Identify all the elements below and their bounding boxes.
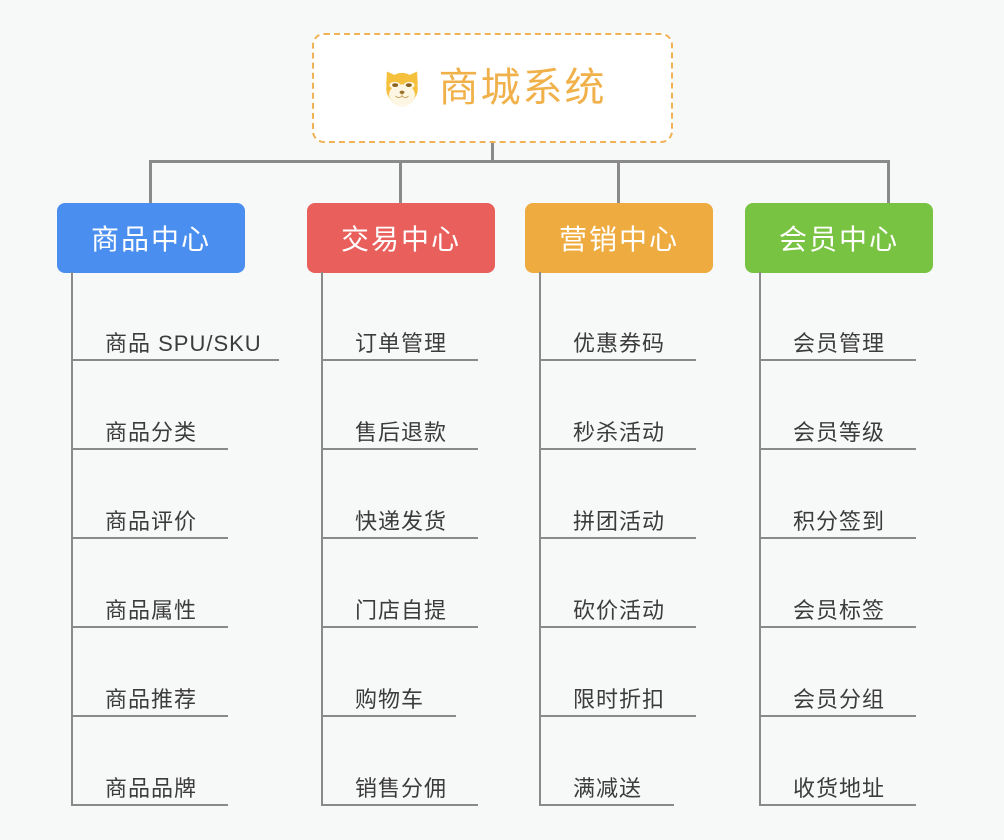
leaf-underline <box>321 715 456 717</box>
leaf-item[interactable]: 会员标签 <box>745 539 975 628</box>
leaf-label: 商品属性 <box>105 597 198 623</box>
leaf-label: 商品 SPU/SKU <box>105 330 262 356</box>
leaf-label: 商品推荐 <box>105 686 198 712</box>
leaf-spine <box>71 272 73 806</box>
leaf-underline <box>71 537 228 539</box>
leaf-item[interactable]: 优惠券码 <box>525 272 755 361</box>
leaf-label: 销售分佣 <box>355 775 448 801</box>
leaf-underline <box>321 359 478 361</box>
connector-drop-branch-2 <box>399 160 402 203</box>
leaf-underline <box>539 626 696 628</box>
leaf-label: 积分签到 <box>793 508 886 534</box>
shiba-dog-face-icon <box>379 65 425 111</box>
leaf-item[interactable]: 秒杀活动 <box>525 361 755 450</box>
leaf-underline <box>759 359 916 361</box>
leaf-label: 砍价活动 <box>573 597 666 623</box>
leaf-label: 满减送 <box>573 775 643 801</box>
leaf-underline <box>71 359 279 361</box>
branch-label: 交易中心 <box>340 224 461 255</box>
leaf-underline <box>759 715 916 717</box>
branch-label: 商品中心 <box>90 224 211 255</box>
leaf-label: 限时折扣 <box>573 686 666 712</box>
leaf-column-营销中心: 优惠券码 秒杀活动 拼团活动 砍价活动 限时折扣 满减送 <box>525 272 755 806</box>
leaf-underline <box>321 804 478 806</box>
leaf-underline <box>759 626 916 628</box>
leaf-underline <box>539 537 696 539</box>
leaf-item[interactable]: 商品 SPU/SKU <box>57 272 287 361</box>
leaf-item[interactable]: 砍价活动 <box>525 539 755 628</box>
leaf-underline <box>539 359 696 361</box>
leaf-item[interactable]: 商品评价 <box>57 450 287 539</box>
leaf-underline <box>759 448 916 450</box>
branch-node-交易中心[interactable]: 交易中心 <box>307 203 495 273</box>
leaf-label: 商品品牌 <box>105 775 198 801</box>
leaf-underline <box>321 448 478 450</box>
branch-node-营销中心[interactable]: 营销中心 <box>525 203 713 273</box>
leaf-item[interactable]: 会员分组 <box>745 628 975 717</box>
leaf-underline <box>759 537 916 539</box>
leaf-spine <box>539 272 541 806</box>
leaf-underline <box>539 448 696 450</box>
root-node[interactable]: 商城系统 <box>312 33 673 143</box>
connector-drop-branch-3 <box>617 160 620 203</box>
leaf-underline <box>71 715 228 717</box>
leaf-item[interactable]: 商品分类 <box>57 361 287 450</box>
leaf-label: 购物车 <box>355 686 425 712</box>
leaf-item[interactable]: 商品属性 <box>57 539 287 628</box>
leaf-spine <box>321 272 323 806</box>
leaf-label: 会员标签 <box>793 597 886 623</box>
leaf-item[interactable]: 会员等级 <box>745 361 975 450</box>
connector-root-stem <box>491 143 494 162</box>
leaf-item[interactable]: 商品推荐 <box>57 628 287 717</box>
leaf-item[interactable]: 销售分佣 <box>307 717 537 806</box>
leaf-item[interactable]: 购物车 <box>307 628 537 717</box>
leaf-column-交易中心: 订单管理 售后退款 快递发货 门店自提 购物车 销售分佣 <box>307 272 537 806</box>
branch-node-会员中心[interactable]: 会员中心 <box>745 203 933 273</box>
leaf-underline <box>539 715 696 717</box>
leaf-item[interactable]: 售后退款 <box>307 361 537 450</box>
leaf-label: 快递发货 <box>355 508 448 534</box>
root-title: 商城系统 <box>438 66 607 110</box>
leaf-label: 会员等级 <box>793 419 886 445</box>
leaf-underline <box>759 804 916 806</box>
leaf-column-会员中心: 会员管理 会员等级 积分签到 会员标签 会员分组 收货地址 <box>745 272 975 806</box>
leaf-underline <box>539 804 674 806</box>
connector-drop-branch-1 <box>149 160 152 203</box>
leaf-label: 收货地址 <box>793 775 886 801</box>
leaf-item[interactable]: 收货地址 <box>745 717 975 806</box>
leaf-label: 订单管理 <box>355 330 448 356</box>
leaf-underline <box>71 448 228 450</box>
leaf-label: 商品评价 <box>105 508 198 534</box>
leaf-item[interactable]: 商品品牌 <box>57 717 287 806</box>
connector-drop-branch-4 <box>887 160 890 203</box>
leaf-label: 会员管理 <box>793 330 886 356</box>
leaf-label: 优惠券码 <box>573 330 666 356</box>
connector-horizontal-bus <box>150 160 890 163</box>
leaf-underline <box>71 804 228 806</box>
leaf-underline <box>321 537 478 539</box>
leaf-spine <box>759 272 761 806</box>
leaf-label: 会员分组 <box>793 686 886 712</box>
leaf-column-商品中心: 商品 SPU/SKU 商品分类 商品评价 商品属性 商品推荐 商品品牌 <box>57 272 287 806</box>
leaf-label: 售后退款 <box>355 419 448 445</box>
leaf-item[interactable]: 满减送 <box>525 717 755 806</box>
leaf-item[interactable]: 门店自提 <box>307 539 537 628</box>
leaf-item[interactable]: 会员管理 <box>745 272 975 361</box>
leaf-label: 拼团活动 <box>573 508 666 534</box>
branch-node-商品中心[interactable]: 商品中心 <box>57 203 245 273</box>
leaf-item[interactable]: 积分签到 <box>745 450 975 539</box>
branch-label: 会员中心 <box>778 224 899 255</box>
leaf-underline <box>71 626 228 628</box>
leaf-item[interactable]: 订单管理 <box>307 272 537 361</box>
leaf-underline <box>321 626 478 628</box>
branch-label: 营销中心 <box>558 224 679 255</box>
leaf-item[interactable]: 限时折扣 <box>525 628 755 717</box>
leaf-label: 秒杀活动 <box>573 419 666 445</box>
leaf-item[interactable]: 拼团活动 <box>525 450 755 539</box>
leaf-item[interactable]: 快递发货 <box>307 450 537 539</box>
leaf-label: 商品分类 <box>105 419 198 445</box>
leaf-label: 门店自提 <box>355 597 448 623</box>
